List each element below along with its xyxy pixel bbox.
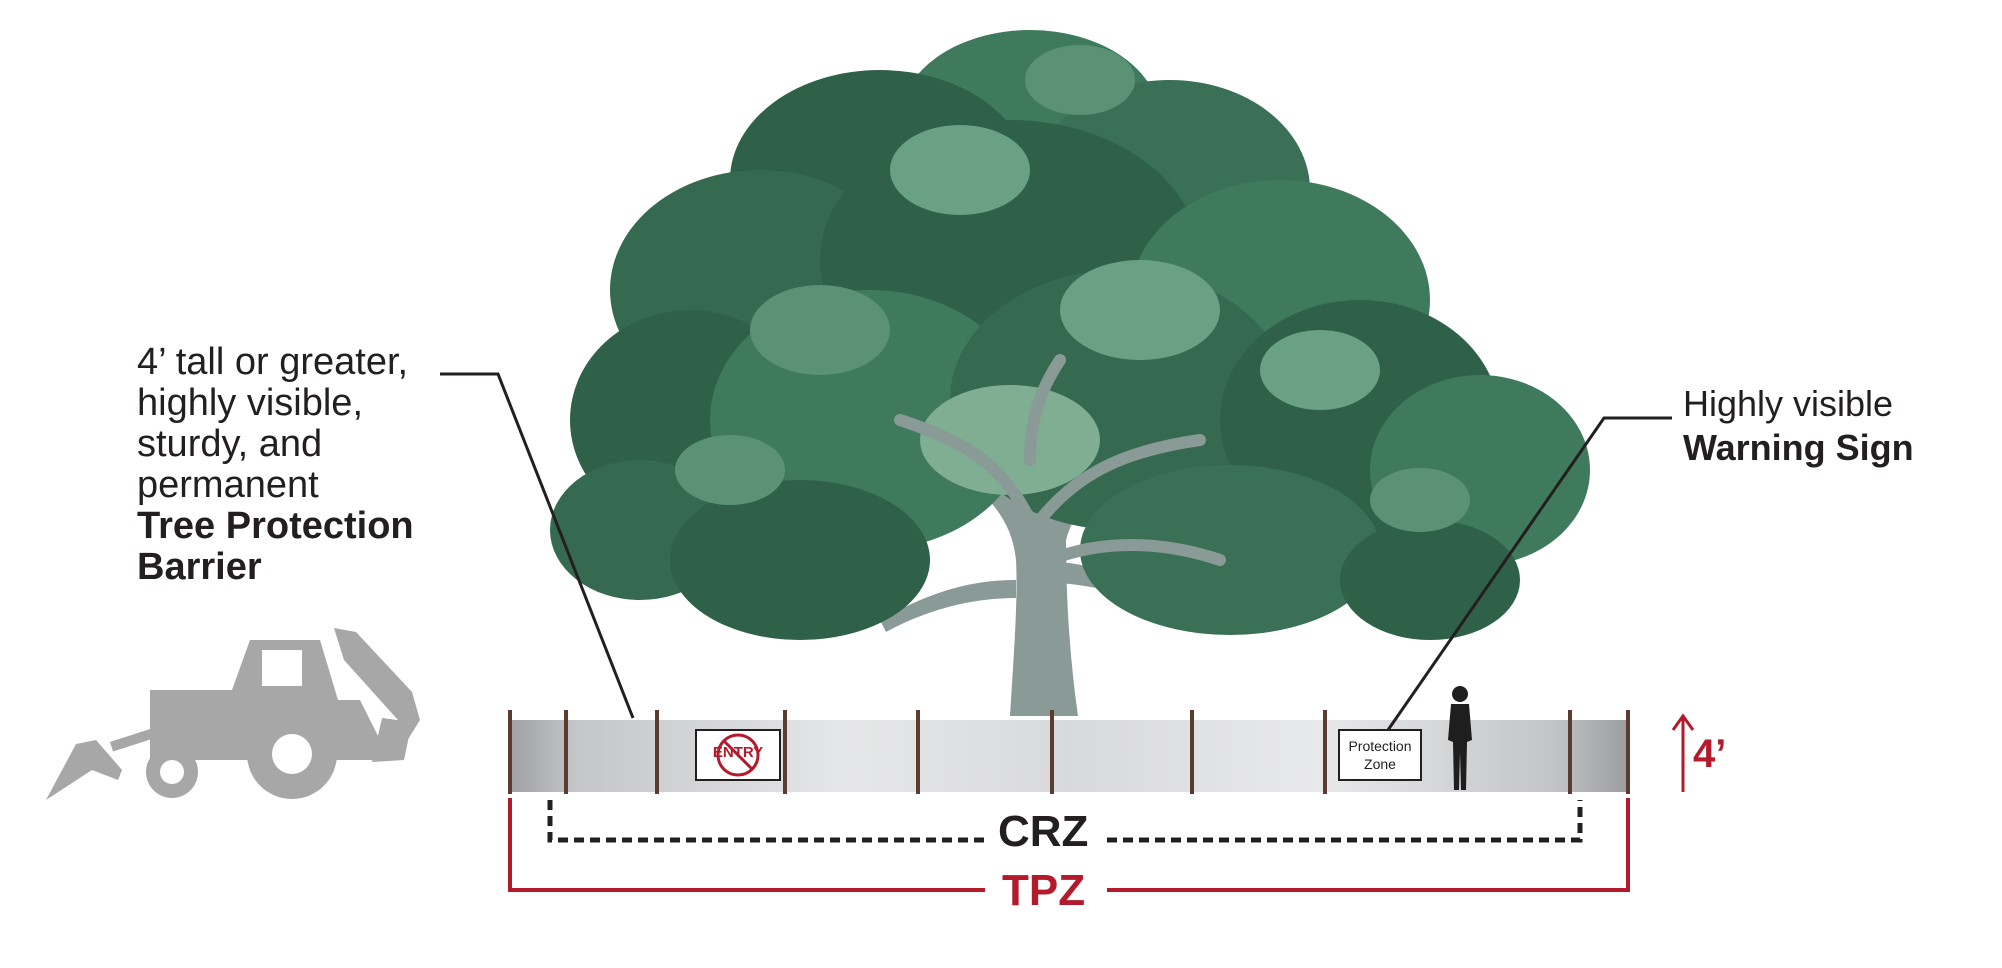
up-arrow-icon bbox=[1671, 713, 1695, 792]
barrier-height-label: 4’ bbox=[1693, 732, 1727, 776]
barrier-leader-line bbox=[440, 372, 635, 719]
fence-post bbox=[1568, 710, 1572, 794]
backhoe-icon bbox=[46, 628, 420, 800]
tree-protection-barrier bbox=[508, 686, 1630, 794]
fence-post bbox=[783, 710, 787, 794]
fence-posts bbox=[508, 710, 1630, 794]
barrier-label-line: 4’ tall or greater, bbox=[137, 341, 409, 383]
crz-bracket bbox=[547, 800, 1583, 843]
sign-leader-line bbox=[1386, 416, 1672, 731]
fence-post bbox=[916, 710, 920, 794]
tree-branches bbox=[894, 354, 1226, 566]
sign-label-title: Warning Sign bbox=[1683, 427, 1914, 468]
protection-zone-sign bbox=[1338, 729, 1422, 781]
tpz-label: TPZ bbox=[992, 866, 1096, 916]
tpz-bracket bbox=[508, 798, 1630, 892]
fence-post bbox=[1190, 710, 1194, 794]
fence-post bbox=[1050, 710, 1054, 794]
barrier-label-line: permanent bbox=[137, 464, 319, 506]
no-entry-sign-icon bbox=[695, 729, 781, 781]
tree-icon bbox=[550, 30, 1590, 716]
entry-sign-text: ENTRY bbox=[712, 744, 764, 761]
barrier-callout-label: 4’ tall or greater, highly visible, stur… bbox=[137, 342, 414, 588]
fence-post bbox=[508, 710, 512, 794]
barrier-label-line: sturdy, and bbox=[137, 423, 323, 465]
barrier-label-line: highly visible, bbox=[137, 382, 363, 424]
zone-sign-line: Protection bbox=[1348, 738, 1412, 754]
barrier-label-title: Tree Protection bbox=[137, 505, 414, 547]
zone-sign-line: Zone bbox=[1364, 756, 1396, 772]
fence-post bbox=[1626, 710, 1630, 794]
fence-post bbox=[1323, 710, 1327, 794]
person-silhouette-icon bbox=[1448, 686, 1472, 790]
tree-canopy bbox=[550, 30, 1590, 640]
sign-label-line: Highly visible bbox=[1683, 383, 1894, 424]
fence-post bbox=[564, 710, 568, 794]
crz-label: CRZ bbox=[988, 807, 1099, 857]
warning-sign-callout-label: Highly visible Warning Sign bbox=[1683, 382, 1914, 470]
protection-zone-sign-text: Protection Zone bbox=[1343, 737, 1417, 773]
barrier-label-title: Barrier bbox=[137, 546, 262, 588]
fence-post bbox=[655, 710, 659, 794]
